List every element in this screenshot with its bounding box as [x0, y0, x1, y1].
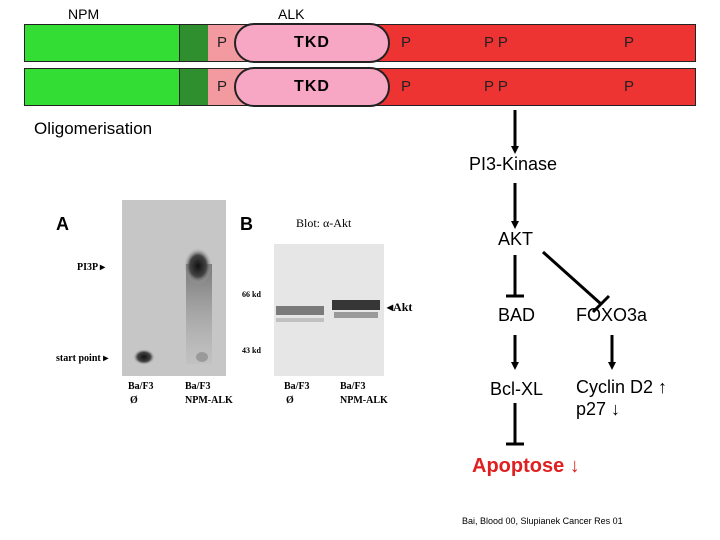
bad-node: BAD: [498, 305, 536, 325]
panel-a-gel-image: [122, 200, 226, 376]
blot-label: Blot: α-Akt: [296, 216, 352, 230]
panel-b-lane1-sub: Ø: [286, 395, 294, 406]
cyclin-d2-node: Cyclin D2 ↑: [576, 377, 668, 397]
phospho-site: P: [624, 78, 635, 95]
npm-alk-bar-2: TKD P P P P P: [24, 67, 696, 107]
oligomerisation-label: Oligomerisation: [34, 119, 153, 138]
panel-a-lane2-sub: NPM-ALK: [185, 395, 233, 406]
panel-b-lane1-label: Ba/F3: [284, 381, 310, 392]
phospho-site: P: [217, 34, 228, 51]
alk-label: ALK: [278, 6, 305, 22]
panel-b-blot-image: [274, 244, 384, 376]
phospho-site-pair: P P: [484, 34, 508, 51]
npm-oligomerisation-domain: [180, 68, 208, 106]
akt-band-marker: ◂Akt: [387, 300, 413, 314]
inhibit-foxo3a-line: [541, 250, 603, 306]
start-point-marker: start point ▸: [56, 353, 109, 364]
panel-a-lane1-label: Ba/F3: [128, 381, 154, 392]
npm-label: NPM: [68, 6, 100, 22]
pi3-kinase-node: PI3-Kinase: [469, 154, 558, 174]
inhibit-foxo3a-bar: [591, 294, 611, 314]
phospho-site: P: [624, 34, 635, 51]
marker-66kd: 66 kd: [242, 290, 261, 299]
npm-oligomerisation-domain: [180, 24, 208, 62]
p27-node: p27 ↓: [576, 399, 621, 419]
phospho-site: P: [401, 34, 412, 51]
panel-a-lane2-label: Ba/F3: [185, 381, 211, 392]
panel-a-letter: A: [56, 214, 69, 234]
phospho-site: P: [401, 78, 412, 95]
akt-node: AKT: [498, 229, 534, 249]
tkd-domain: TKD: [234, 23, 390, 63]
panel-a-lane1-sub: Ø: [130, 395, 138, 406]
citation: Bai, Blood 00, Slupianek Cancer Res 01: [462, 516, 623, 526]
tkd-domain: TKD: [234, 67, 390, 107]
panel-b-letter: B: [240, 214, 253, 234]
apoptose-node: Apoptose ↓: [472, 455, 580, 477]
npm-domain: [24, 68, 180, 106]
panel-b-lane2-sub: NPM-ALK: [340, 395, 388, 406]
phospho-site-pair: P P: [484, 78, 508, 95]
panel-b-lane2-label: Ba/F3: [340, 381, 366, 392]
phospho-site: P: [217, 78, 228, 95]
pi3p-marker: PI3P ▸: [77, 262, 106, 273]
bclxl-node: Bcl-XL: [490, 379, 544, 399]
npm-alk-bar-1: TKD P P P P P: [24, 23, 696, 63]
npm-domain: [24, 24, 180, 62]
marker-43kd: 43 kd: [242, 346, 261, 355]
foxo3a-node: FOXO3a: [576, 305, 648, 325]
